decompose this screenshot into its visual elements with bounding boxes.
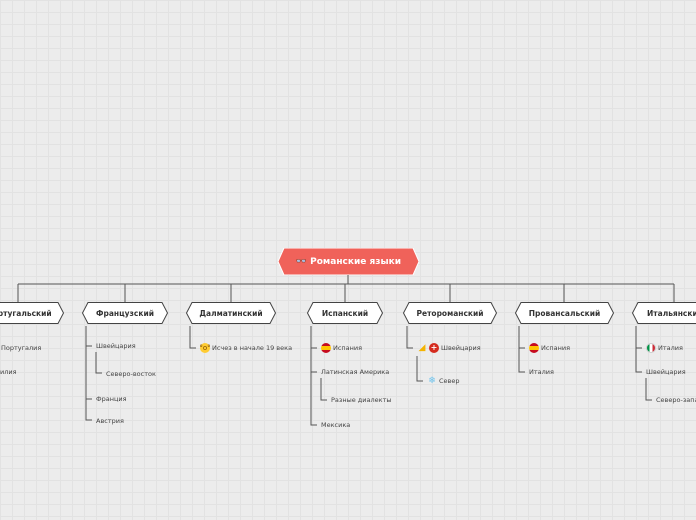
leaf-dialects[interactable]: Разные диалекты — [331, 394, 392, 406]
leaf-label: Северо-восток — [106, 370, 156, 378]
branch-label: Ретороманский — [416, 308, 484, 318]
branch-dalmatian[interactable]: Далматинский — [186, 302, 276, 324]
leaf-portugal[interactable]: Португалия — [1, 342, 41, 354]
italy-flag-icon — [646, 343, 656, 353]
leaf-austria[interactable]: Австрия — [96, 415, 124, 427]
branch-label: Французский — [96, 308, 154, 318]
leaf-extinct[interactable]: °o° Исчез в начале 19 века — [199, 342, 293, 354]
swiss-flag-icon: + — [429, 343, 439, 353]
leaf-label: Австрия — [96, 417, 124, 425]
leaf-label: Испания — [541, 344, 571, 352]
leaf-italy[interactable]: Италия — [646, 342, 683, 354]
astonished-face-icon: °o° — [199, 343, 211, 353]
leaf-north[interactable]: ❄ Север — [427, 375, 460, 387]
branch-shape — [82, 302, 168, 324]
branch-label: Португальский — [0, 308, 52, 318]
branch-shape — [632, 302, 696, 324]
leaf-label: Север — [439, 377, 460, 385]
branch-romansh[interactable]: Ретороманский — [403, 302, 497, 324]
leaf-spain[interactable]: Испания — [321, 342, 362, 354]
branch-label: Далматинский — [199, 308, 263, 318]
leaf-label: Латинская Америка — [321, 368, 390, 376]
leaf-label: Португалия — [1, 344, 42, 352]
branch-italian[interactable]: Итальянский — [632, 302, 696, 324]
glasses-icon: 👓 — [295, 256, 308, 267]
leaf-label: Мексика — [321, 421, 351, 429]
cheese-icon: ◢ — [418, 342, 426, 353]
leaf-france[interactable]: Франция — [96, 393, 127, 405]
leaf-label: Северо-запад — [656, 396, 696, 404]
leaf-northeast[interactable]: Северо-восток — [106, 368, 156, 380]
leaf-label: Италия — [529, 368, 554, 376]
leaf-switzerland[interactable]: Швейцария — [96, 340, 136, 352]
leaf-label: Швейцария — [441, 344, 481, 352]
leaf-spain[interactable]: Испания — [529, 342, 570, 354]
branch-shape — [186, 302, 276, 324]
branch-provencal[interactable]: Провансальский — [515, 302, 614, 324]
leaf-label: Бразилия — [0, 368, 17, 376]
branch-label: Итальянский — [647, 308, 696, 318]
branch-shape — [515, 302, 614, 324]
root-topic[interactable]: 👓 Романские языки — [278, 248, 419, 275]
snowflake-icon: ❄ — [428, 375, 436, 386]
branch-spanish[interactable]: Испанский — [307, 302, 383, 324]
leaf-label: Швейцария — [96, 342, 136, 350]
root-shape — [278, 248, 419, 275]
leaf-italy[interactable]: Италия — [529, 366, 554, 378]
branch-shape — [307, 302, 383, 324]
leaf-label: Швейцария — [646, 368, 686, 376]
leaf-label: Италия — [658, 344, 683, 352]
leaf-northwest[interactable]: Северо-запад — [656, 394, 696, 406]
branch-portuguese[interactable]: Португальский — [0, 302, 64, 324]
leaf-label: Испания — [333, 344, 363, 352]
leaf-label: Разные диалекты — [331, 396, 392, 404]
leaf-switzerland[interactable]: ◢ + Швейцария — [417, 342, 481, 354]
branch-shape — [0, 302, 64, 324]
leaf-mexico[interactable]: Мексика — [321, 419, 350, 431]
spain-flag-icon — [529, 343, 539, 353]
leaf-latin-america[interactable]: Латинская Америка — [321, 366, 389, 378]
branch-french[interactable]: Французский — [82, 302, 168, 324]
root-label: Романские языки — [310, 256, 402, 267]
spain-flag-icon — [321, 343, 331, 353]
leaf-brazil[interactable]: Бразилия — [0, 366, 17, 378]
branch-shape — [403, 302, 497, 324]
leaf-label: Франция — [96, 395, 127, 403]
leaf-label: Исчез в начале 19 века — [212, 344, 293, 352]
leaf-switzerland[interactable]: Швейцария — [646, 366, 686, 378]
branch-label: Испанский — [321, 308, 369, 318]
branch-label: Провансальский — [528, 308, 601, 318]
